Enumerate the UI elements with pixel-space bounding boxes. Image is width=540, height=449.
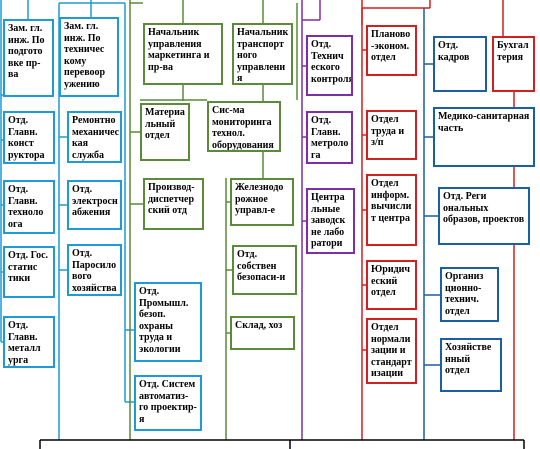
box-equipment-monitoring: Сис-ма мониторинга технол. оборудования [207,101,281,152]
box-org-tech-dept: Организ ционно-технич. отдел [440,267,499,322]
box-regional-projects: Отд. Реги ональных образов, проектов [438,187,530,245]
box-standardization: Отдел нормали зации и стандарт изации [366,318,417,384]
box-own-security: Отд. собствен безопаси-и [232,245,297,295]
box-automated-design: Отд. Систем автоматиз-го проектир-я [134,375,202,431]
box-legal-dept: Юридич еский отдел [366,260,417,310]
box-deputy-preparation: Зам. гл. инж. По подгото вке пр-ва [3,19,54,97]
box-chief-metallurgist: Отд. Главн. металл урга [3,316,55,368]
box-medical-unit: Медико-санитарная часть [433,107,535,167]
box-central-laboratories: Центра льные заводск не лабо ратори [306,188,355,254]
box-accounting: Бухгал терия [492,36,535,92]
box-marketing-head: Начальник управления маркетинга и пр-ва [143,23,223,85]
box-transport-head: Начальник транспорт ного управлени я [232,23,293,85]
box-chief-metrologist: Отд. Главн. метроло га [306,111,353,164]
box-chief-technologist: Отд. Главн. техноло ога [3,180,55,234]
box-labor-salary: Отдел труда и з/п [366,110,417,160]
box-chief-designer: Отд. Главн. конст руктора [3,111,55,164]
box-production-dispatch: Производ-диспетчер ский отд [143,178,204,230]
box-repair-service: Ремонтно механичес кая служба [67,111,122,163]
box-industrial-safety: Отд. Промышл. безоп. охраны труда и экол… [134,282,202,362]
box-planning-econ: Планово -эконом. отдел [366,25,417,76]
box-household-dept: Хозяйстве нный отдел [440,338,502,392]
box-railway-management: Железнодо рожное управл-е [230,178,294,226]
box-steam-power: Отд. Паросило вого хозяйства [67,244,122,296]
box-hr: Отд. кадров [433,36,487,92]
box-power-supply: Отд. электросн абжения [67,180,122,230]
box-information-center: Отдел информ. вычисли т центра [366,174,417,246]
box-material-dept: Материа льный отдел [140,103,190,161]
box-deputy-reequipment: Зам. гл. инж. По техничес кому перевоор … [59,17,119,97]
box-warehouse: Склад, хоз [230,316,295,350]
box-tech-control: Отд. Технич еского контроля [306,35,353,96]
box-state-statistics: Отд. Гос. статис тики [3,246,55,298]
